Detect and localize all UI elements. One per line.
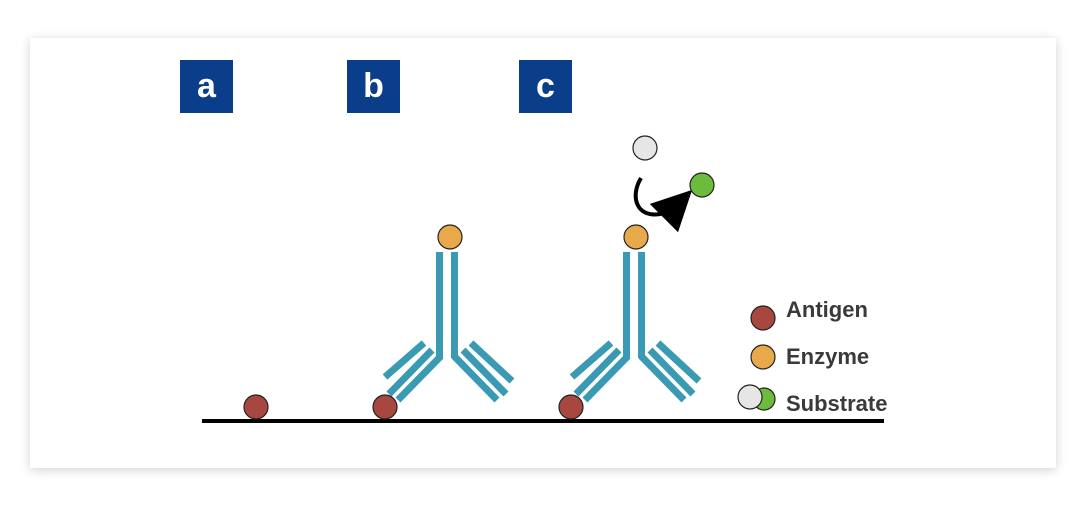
antigen-c [558,394,584,420]
panel-label-a: a [180,60,233,113]
panel-label-b: b [347,60,400,113]
antigen-a [243,394,269,420]
legend-substrate-label: Substrate [786,391,888,416]
legend-enzyme-label: Enzyme [786,344,870,369]
legend-enzyme-marker [750,344,776,370]
antibody-b [382,252,515,403]
panel-label-c: c [519,60,572,113]
antibody-c [569,252,702,403]
antigen-b [372,394,398,420]
substrate-before [632,135,658,161]
legend-antigen-marker [750,305,776,331]
enzyme-b [437,224,463,250]
conversion-arrow [633,176,693,233]
enzyme-c [623,224,649,250]
substrate-after [689,172,715,198]
legend-antigen-label: Antigen [786,297,868,322]
legend-substrate-before-marker [737,384,763,410]
